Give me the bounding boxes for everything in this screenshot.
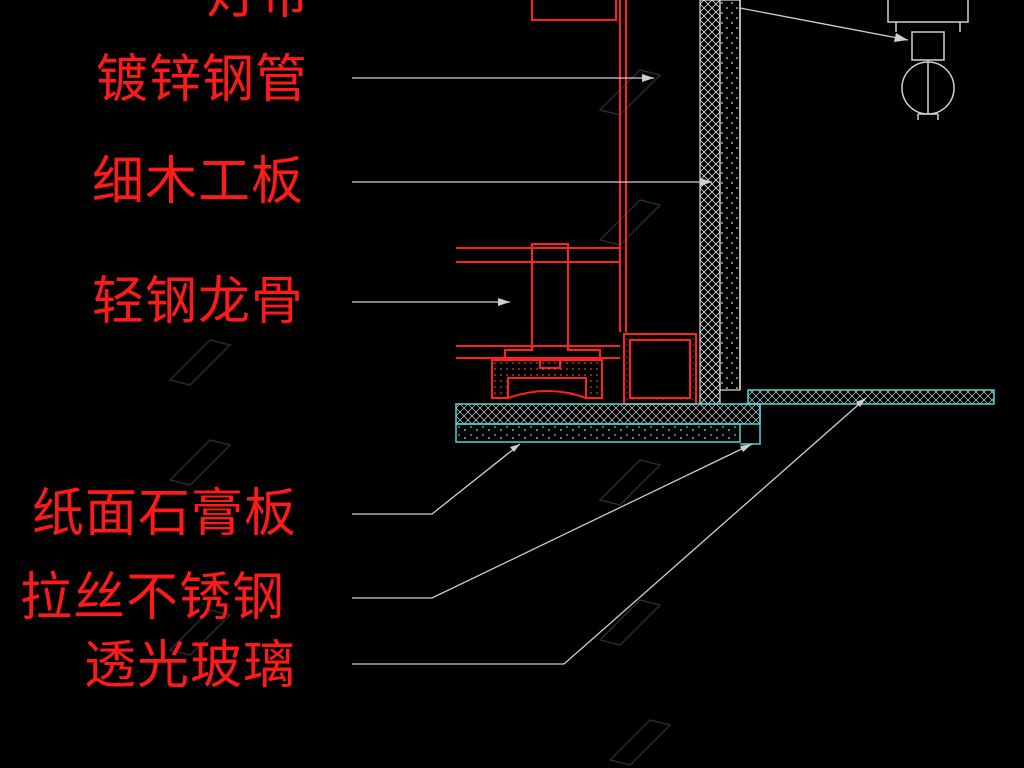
label-gypsum-board: 纸面石膏板 bbox=[32, 484, 298, 544]
label-translucent-glass: 透光玻璃 bbox=[84, 636, 297, 696]
label-light-steel-keel: 轻钢龙骨 bbox=[92, 272, 305, 332]
light-fixture bbox=[887, 0, 969, 120]
leader-lines bbox=[352, 7, 909, 665]
galvanized-steel-pipe-profile bbox=[531, 0, 627, 332]
label-light-strip-partial: 灯带 bbox=[206, 0, 312, 22]
label-brushed-stainless-steel: 拉丝不锈钢 bbox=[20, 568, 286, 628]
leader-arrows bbox=[498, 33, 908, 452]
ceiling-boards bbox=[455, 389, 995, 445]
label-blockboard: 细木工板 bbox=[92, 152, 305, 212]
light-steel-keel-profile bbox=[456, 243, 697, 405]
label-galvanized-steel-pipe: 镀锌钢管 bbox=[96, 50, 309, 110]
wall-section bbox=[699, 0, 741, 405]
